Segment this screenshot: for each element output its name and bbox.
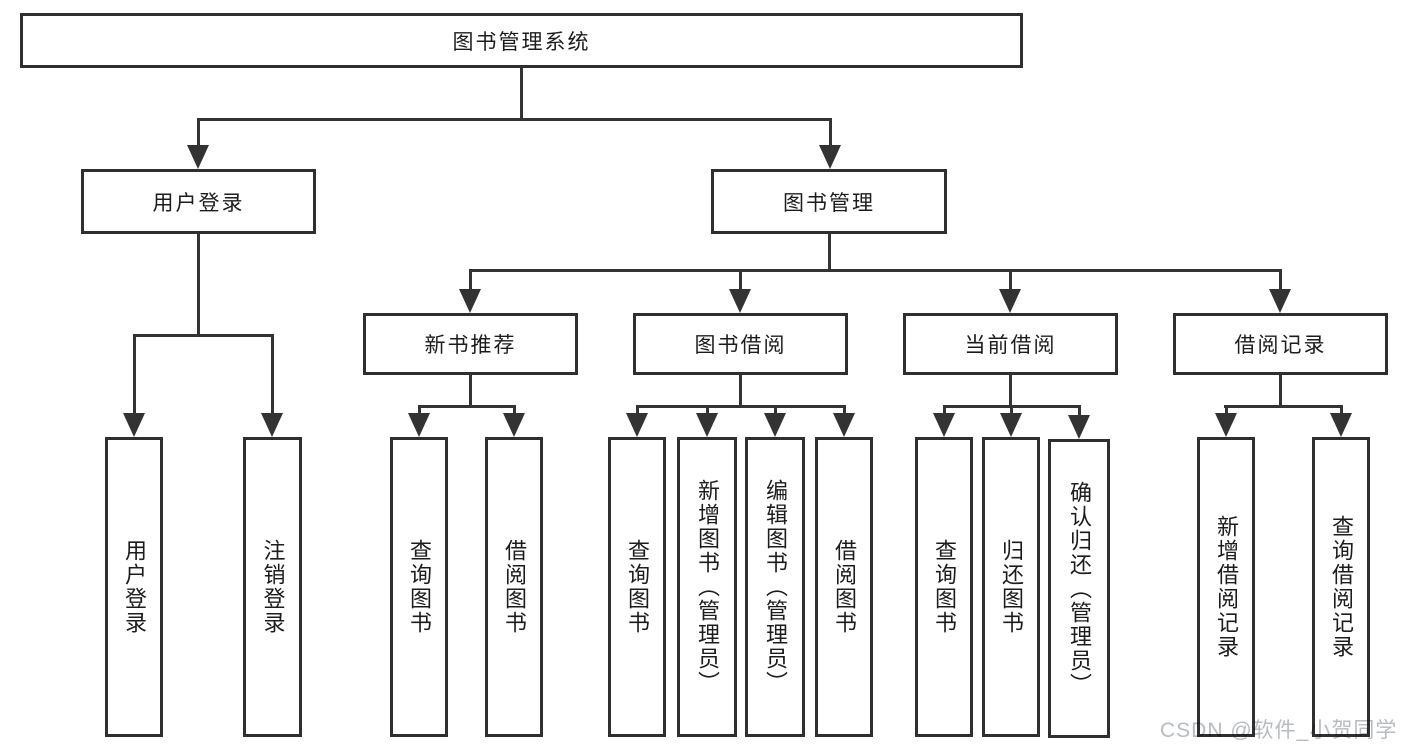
arrow-to-records (1269, 269, 1291, 313)
arrow-to-rc-query (1330, 405, 1352, 437)
edge-user-login-branch (133, 334, 274, 337)
node-cu-return: 归还图书 (982, 437, 1040, 737)
node-user-login-label: 用户登录 (152, 191, 245, 215)
node-bw-add-label: 新增图书（管理员） (695, 479, 720, 695)
arrow-to-bw-query (626, 405, 648, 437)
edge-book-mgmt-trunk (828, 233, 831, 272)
arrow-to-bw-borrow (833, 405, 855, 437)
arrow-to-cu-query (933, 405, 955, 437)
node-nr-borrow: 借阅图书 (485, 437, 543, 737)
node-cu-confirm-label: 确认归还（管理员） (1067, 480, 1092, 697)
arrow-to-current (999, 269, 1021, 313)
node-rc-query: 查询借阅记录 (1312, 437, 1370, 737)
node-root: 图书管理系统 (20, 13, 1023, 68)
node-bw-query-label: 查询图书 (625, 539, 650, 635)
arrow-to-nr-query (408, 405, 430, 437)
node-bw-query: 查询图书 (608, 437, 666, 737)
node-nr-borrow-label: 借阅图书 (502, 539, 527, 635)
arrow-to-rc-add (1215, 405, 1237, 437)
node-book-mgmt-label: 图书管理 (783, 191, 875, 215)
node-cu-return-label: 归还图书 (999, 539, 1024, 635)
arrow-to-user-login (187, 118, 209, 169)
node-records-label: 借阅记录 (1234, 334, 1327, 357)
arrow-to-cu-return (1000, 405, 1022, 437)
edge-root-trunk (520, 68, 523, 120)
arrow-to-new-rec (459, 269, 481, 313)
edge-book-mgmt-branch (469, 269, 1282, 272)
node-ul-logout: 注销登录 (243, 437, 302, 737)
csdn-watermark: CSDN @软件_小贺同学 (1160, 719, 1398, 742)
node-user-login: 用户登录 (81, 169, 316, 234)
node-records: 借阅记录 (1173, 313, 1388, 375)
node-new-rec: 新书推荐 (363, 313, 578, 375)
node-bw-edit: 编辑图书（管理员） (745, 437, 805, 737)
arrow-to-book-mgmt (819, 118, 841, 169)
node-bw-borrow: 借阅图书 (815, 437, 873, 737)
node-new-rec-label: 新书推荐 (424, 334, 517, 357)
edge-new-rec-trunk (469, 375, 472, 408)
arrow-to-nr-borrow (503, 405, 525, 437)
node-nr-query: 查询图书 (390, 437, 448, 737)
node-current: 当前借阅 (903, 313, 1118, 375)
edge-borrow-trunk (739, 375, 742, 408)
arrow-to-ul-login (123, 334, 145, 437)
node-ul-login-label: 用户登录 (122, 539, 147, 635)
node-rc-add-label: 新增借阅记录 (1214, 515, 1239, 659)
arrow-to-bw-add (696, 405, 718, 437)
node-current-label: 当前借阅 (964, 334, 1057, 357)
edge-records-branch (1224, 405, 1343, 408)
node-ul-login: 用户登录 (105, 437, 163, 737)
node-borrow-label: 图书借阅 (694, 334, 787, 357)
edge-current-trunk (1009, 375, 1012, 408)
edge-records-trunk (1279, 375, 1282, 408)
node-rc-query-label: 查询借阅记录 (1329, 515, 1354, 659)
node-ul-logout-label: 注销登录 (260, 539, 286, 635)
node-rc-add: 新增借阅记录 (1197, 437, 1255, 737)
edge-new-rec-branch (418, 405, 516, 408)
node-cu-query: 查询图书 (915, 437, 973, 737)
node-nr-query-label: 查询图书 (407, 539, 432, 635)
node-cu-confirm: 确认归还（管理员） (1048, 439, 1110, 738)
arrow-to-ul-logout (261, 334, 283, 437)
arrow-to-bw-edit (764, 405, 786, 437)
edge-borrow-branch (636, 405, 845, 408)
node-bw-borrow-label: 借阅图书 (832, 539, 857, 635)
edge-root-branch (197, 118, 832, 121)
edge-user-login-trunk (197, 233, 200, 337)
arrow-to-borrow (729, 269, 751, 313)
node-cu-query-label: 查询图书 (932, 539, 957, 635)
node-bw-edit-label: 编辑图书（管理员） (763, 479, 788, 695)
node-borrow: 图书借阅 (633, 313, 848, 375)
node-book-mgmt: 图书管理 (711, 169, 947, 234)
node-root-label: 图书管理系统 (452, 30, 591, 54)
arrow-to-cu-confirm (1068, 405, 1090, 439)
node-bw-add: 新增图书（管理员） (677, 437, 737, 737)
